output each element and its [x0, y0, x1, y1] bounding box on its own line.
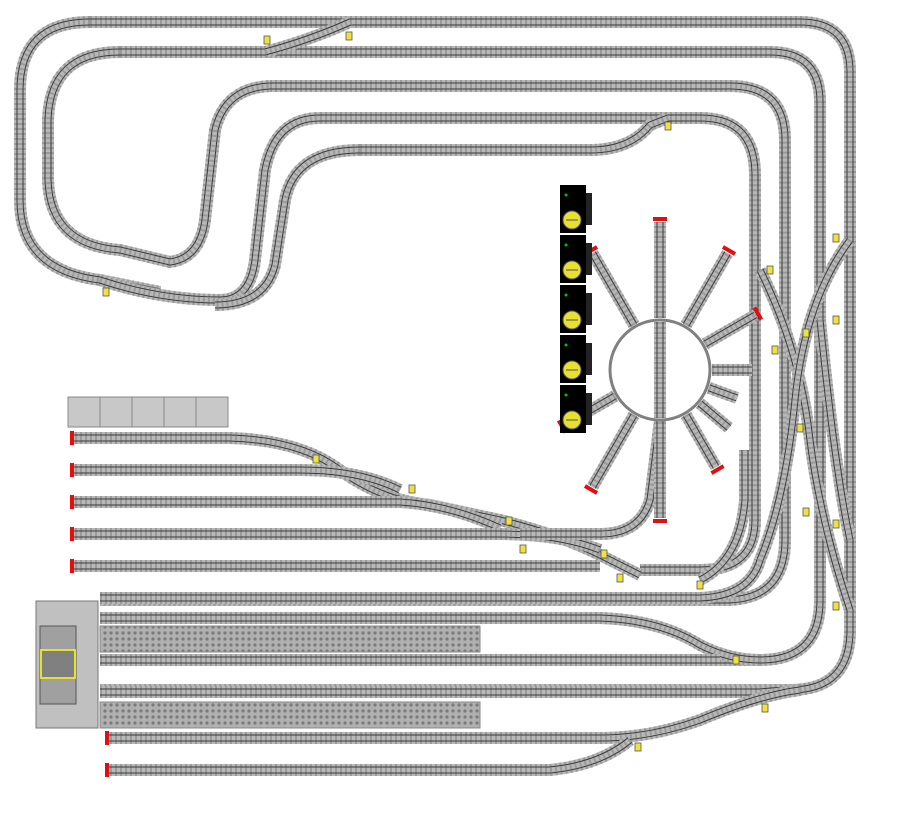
signal-3 — [102, 287, 110, 297]
buffer-stops — [70, 431, 109, 777]
station-building-entrance — [40, 649, 76, 679]
signal-17 — [519, 544, 527, 554]
signal-8 — [771, 345, 779, 355]
east-diagonal-track-3-render — [814, 319, 856, 542]
outer-loop-track-render — [90, 16, 856, 696]
signal-7 — [802, 328, 810, 338]
turntable-stall-7-render — [680, 412, 722, 470]
buffer-stop-7 — [105, 763, 109, 777]
turntable-stall-5-render — [706, 382, 740, 404]
signal-23 — [634, 742, 642, 752]
track-network — [13, 16, 856, 776]
station-track-1-render — [100, 558, 766, 604]
third-loop-west-track-render — [98, 112, 321, 307]
third-loop-track-render — [100, 80, 791, 606]
signal-12 — [832, 519, 840, 529]
fifth-loop-west-track-render — [214, 144, 361, 311]
signal-20 — [696, 580, 704, 590]
buffer-stop-6 — [105, 731, 109, 745]
signal-1 — [263, 35, 271, 45]
signal-2 — [345, 31, 353, 41]
platform-1 — [99, 625, 481, 653]
signals — [102, 31, 840, 752]
buffer-stop-5 — [70, 559, 74, 573]
signal-6 — [832, 233, 840, 243]
signal-18 — [600, 549, 608, 559]
buffer-stop-4 — [70, 527, 74, 541]
yard-siding-3-render — [70, 496, 503, 534]
turntable-loop-track-render — [697, 450, 751, 586]
signal-16 — [505, 516, 513, 526]
second-loop-west-track-render — [42, 46, 271, 269]
yard-siding-2-render — [70, 464, 403, 496]
turntable-stalls — [556, 217, 764, 523]
turntable-stall-9-render — [587, 412, 640, 490]
stall-buffer-stop — [752, 306, 764, 321]
locomotive-2 — [560, 235, 592, 283]
locomotive-5 — [560, 385, 592, 433]
signal-9 — [832, 315, 840, 325]
buffer-stop-1 — [70, 431, 74, 445]
signal-13 — [832, 601, 840, 611]
signal-10 — [796, 423, 804, 433]
second-loop-track-render — [100, 46, 826, 666]
turntable — [556, 217, 764, 523]
turntable-stall-2-render — [680, 250, 733, 328]
turntable-stall-6-render — [695, 398, 733, 433]
stall-buffer-stop — [653, 519, 667, 523]
signal-4 — [664, 121, 672, 131]
east-diagonal-track-2-render — [754, 236, 855, 563]
signal-22 — [761, 703, 769, 713]
signal-14 — [312, 454, 320, 464]
buffer-stop-2 — [70, 463, 74, 477]
signal-21 — [732, 655, 740, 665]
buffer-stop-3 — [70, 495, 74, 509]
signal-11 — [802, 507, 810, 517]
stall-buffer-stop — [583, 484, 599, 495]
locomotive-4 — [560, 335, 592, 383]
top-crossover-track-render — [263, 16, 353, 58]
turntable-stall-3-render — [702, 309, 759, 350]
signal-15 — [408, 484, 416, 494]
turntable-stall-13-render — [587, 250, 640, 328]
east-diagonal-track-1-render — [754, 267, 856, 612]
platform-2 — [99, 701, 481, 729]
station-area — [35, 600, 481, 729]
lower-siding-1-render — [105, 684, 801, 744]
yard-warehouse — [67, 396, 229, 428]
stall-buffer-stop — [721, 245, 737, 256]
stall-buffer-stop — [653, 217, 667, 221]
signal-19 — [616, 573, 624, 583]
turntable-approach-track-render — [520, 419, 666, 540]
locomotive-1 — [560, 185, 592, 233]
lower-siding-2-render — [105, 735, 634, 776]
outer-loop-west-track-render — [13, 16, 162, 298]
stall-buffer-stop — [710, 464, 725, 475]
engine-shed — [560, 185, 592, 433]
locomotive-3 — [560, 285, 592, 333]
fifth-loop-track-render — [360, 112, 671, 156]
station-track-4-render — [100, 684, 791, 698]
signal-5 — [766, 265, 774, 275]
